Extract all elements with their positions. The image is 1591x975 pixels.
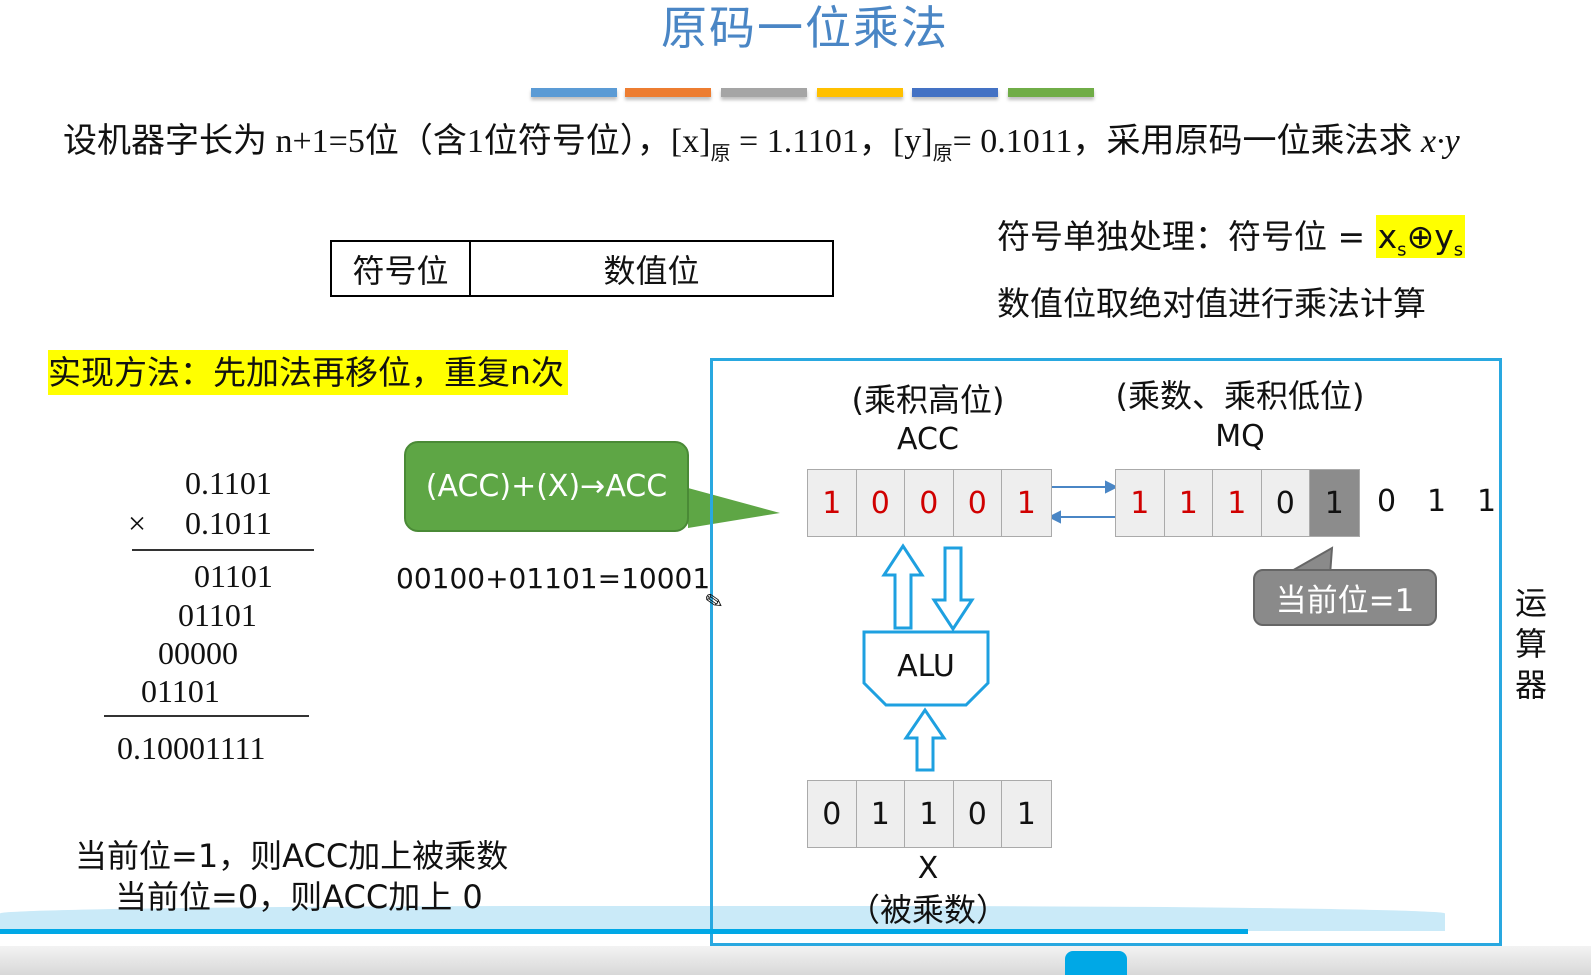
y-value: = 0.1011，采用原码一位乘法求 xyxy=(952,123,1422,160)
sign-rule-label: 符号单独处理：符号位 = xyxy=(997,217,1376,256)
x-register: 0 1 1 0 1 xyxy=(807,780,1052,848)
accent-bar xyxy=(531,88,617,97)
acc-bit: 1 xyxy=(808,470,857,536)
target: x·y xyxy=(1421,123,1460,160)
unit-label: 运算器 xyxy=(1515,584,1548,704)
shifted-bit: 0 xyxy=(1377,484,1397,519)
video-wave-overlay xyxy=(0,906,1445,931)
acc-to-alu-hollow-arrow xyxy=(931,546,975,632)
y-label: [y] xyxy=(892,123,933,160)
shifted-bit: 1 xyxy=(1477,484,1497,519)
sign-field: 符号位 xyxy=(332,242,471,295)
rule-bit-one: 当前位=1，则ACC加上被乘数 xyxy=(75,837,509,875)
acc-bit: 0 xyxy=(953,470,1002,536)
x-to-alu-hollow-arrow xyxy=(903,707,947,772)
mq-register: 1 1 1 0 1 xyxy=(1115,469,1360,537)
accent-bar xyxy=(912,88,998,97)
ys: y xyxy=(1434,217,1454,256)
arithmetic-unit-panel xyxy=(710,358,1502,946)
x-bit: 0 xyxy=(953,781,1002,847)
accent-bar xyxy=(625,88,711,97)
partial-product: 01101 xyxy=(178,597,257,633)
acc-bit: 0 xyxy=(856,470,905,536)
x-bit: 1 xyxy=(905,781,954,847)
acc-name: ACC xyxy=(897,422,959,457)
ys-sub: s xyxy=(1453,239,1464,261)
accent-bar xyxy=(1008,88,1094,97)
shifted-bit: 1 xyxy=(1427,484,1447,519)
mq-caption: (乘数、乘积低位) xyxy=(1115,377,1365,415)
problem-statement: 设机器字长为 n+1=5位（含1位符号位），[x]原 = 1.1101，[y]原… xyxy=(63,122,1460,164)
xs: x xyxy=(1377,217,1398,256)
acc-bit: 1 xyxy=(1002,470,1051,536)
acc-caption: (乘积高位) xyxy=(851,381,1005,419)
video-progress-bar[interactable] xyxy=(0,929,1248,934)
value-rule: 数值位取绝对值进行乘法计算 xyxy=(997,284,1426,323)
current-bit-callout: 当前位=1 xyxy=(1253,569,1437,626)
alu-label: ALU xyxy=(897,649,955,684)
mq-to-acc-arrow xyxy=(1047,510,1116,524)
x-bit: 1 xyxy=(856,781,905,847)
addition-calc: 00100+01101=10001 xyxy=(396,562,711,595)
times-sign: × xyxy=(128,505,147,541)
xor-op: ⊕ xyxy=(1406,217,1435,256)
x-name: X xyxy=(917,851,939,886)
problem-prefix: 设机器字长为 n+1=5位（含1位符号位）， xyxy=(63,123,671,160)
x-label: [x] xyxy=(670,123,711,160)
acc-register: 1 0 0 0 1 xyxy=(807,469,1052,537)
format-box: 符号位 数值位 xyxy=(330,240,834,297)
xs-sub: s xyxy=(1397,239,1407,261)
operation-callout: (ACC)+(X)→ACC xyxy=(404,441,689,532)
partial-product: 01101 xyxy=(141,673,220,709)
method-text: 实现方法：先加法再移位，重复n次 xyxy=(48,350,568,395)
slide-title: 原码一位乘法 xyxy=(661,1,949,55)
x-bit: 1 xyxy=(1002,781,1051,847)
partial-product: 00000 xyxy=(158,635,238,671)
sign-formula: xs⊕ys xyxy=(1375,215,1466,261)
divider xyxy=(104,715,309,717)
x-bit: 0 xyxy=(808,781,857,847)
x-caption: （被乘数） xyxy=(847,891,1008,929)
accent-bar xyxy=(817,88,903,97)
mq-bit: 1 xyxy=(1213,470,1262,536)
value-field: 数值位 xyxy=(603,251,700,290)
accent-bar xyxy=(721,88,807,97)
x-sub: 原 xyxy=(710,142,731,165)
alu-shape xyxy=(862,630,990,707)
acc-bit: 0 xyxy=(905,470,954,536)
sign-rule: 符号单独处理：符号位 = xs⊕ys xyxy=(997,215,1466,261)
rule-bit-zero: 当前位=0，则ACC加上 0 xyxy=(115,878,483,916)
x-value: = 1.1101， xyxy=(730,123,893,160)
divider xyxy=(132,549,314,551)
multiplicand: 0.1101 xyxy=(185,465,272,501)
partial-product: 01101 xyxy=(194,558,273,594)
mq-bit: 1 xyxy=(1116,470,1165,536)
y-sub: 原 xyxy=(932,142,953,165)
alu-to-acc-hollow-arrow xyxy=(881,543,925,630)
mq-bit: 0 xyxy=(1261,470,1310,536)
mq-name: MQ xyxy=(1215,419,1265,454)
acc-to-mq-arrow xyxy=(1050,480,1119,494)
mq-current-bit: 1 xyxy=(1310,470,1359,536)
video-controls-bar xyxy=(0,946,1591,975)
mq-bit: 1 xyxy=(1164,470,1213,536)
product-result: 0.10001111 xyxy=(117,730,266,766)
progress-handle[interactable] xyxy=(1065,951,1127,975)
multiplier: 0.1011 xyxy=(185,505,272,541)
